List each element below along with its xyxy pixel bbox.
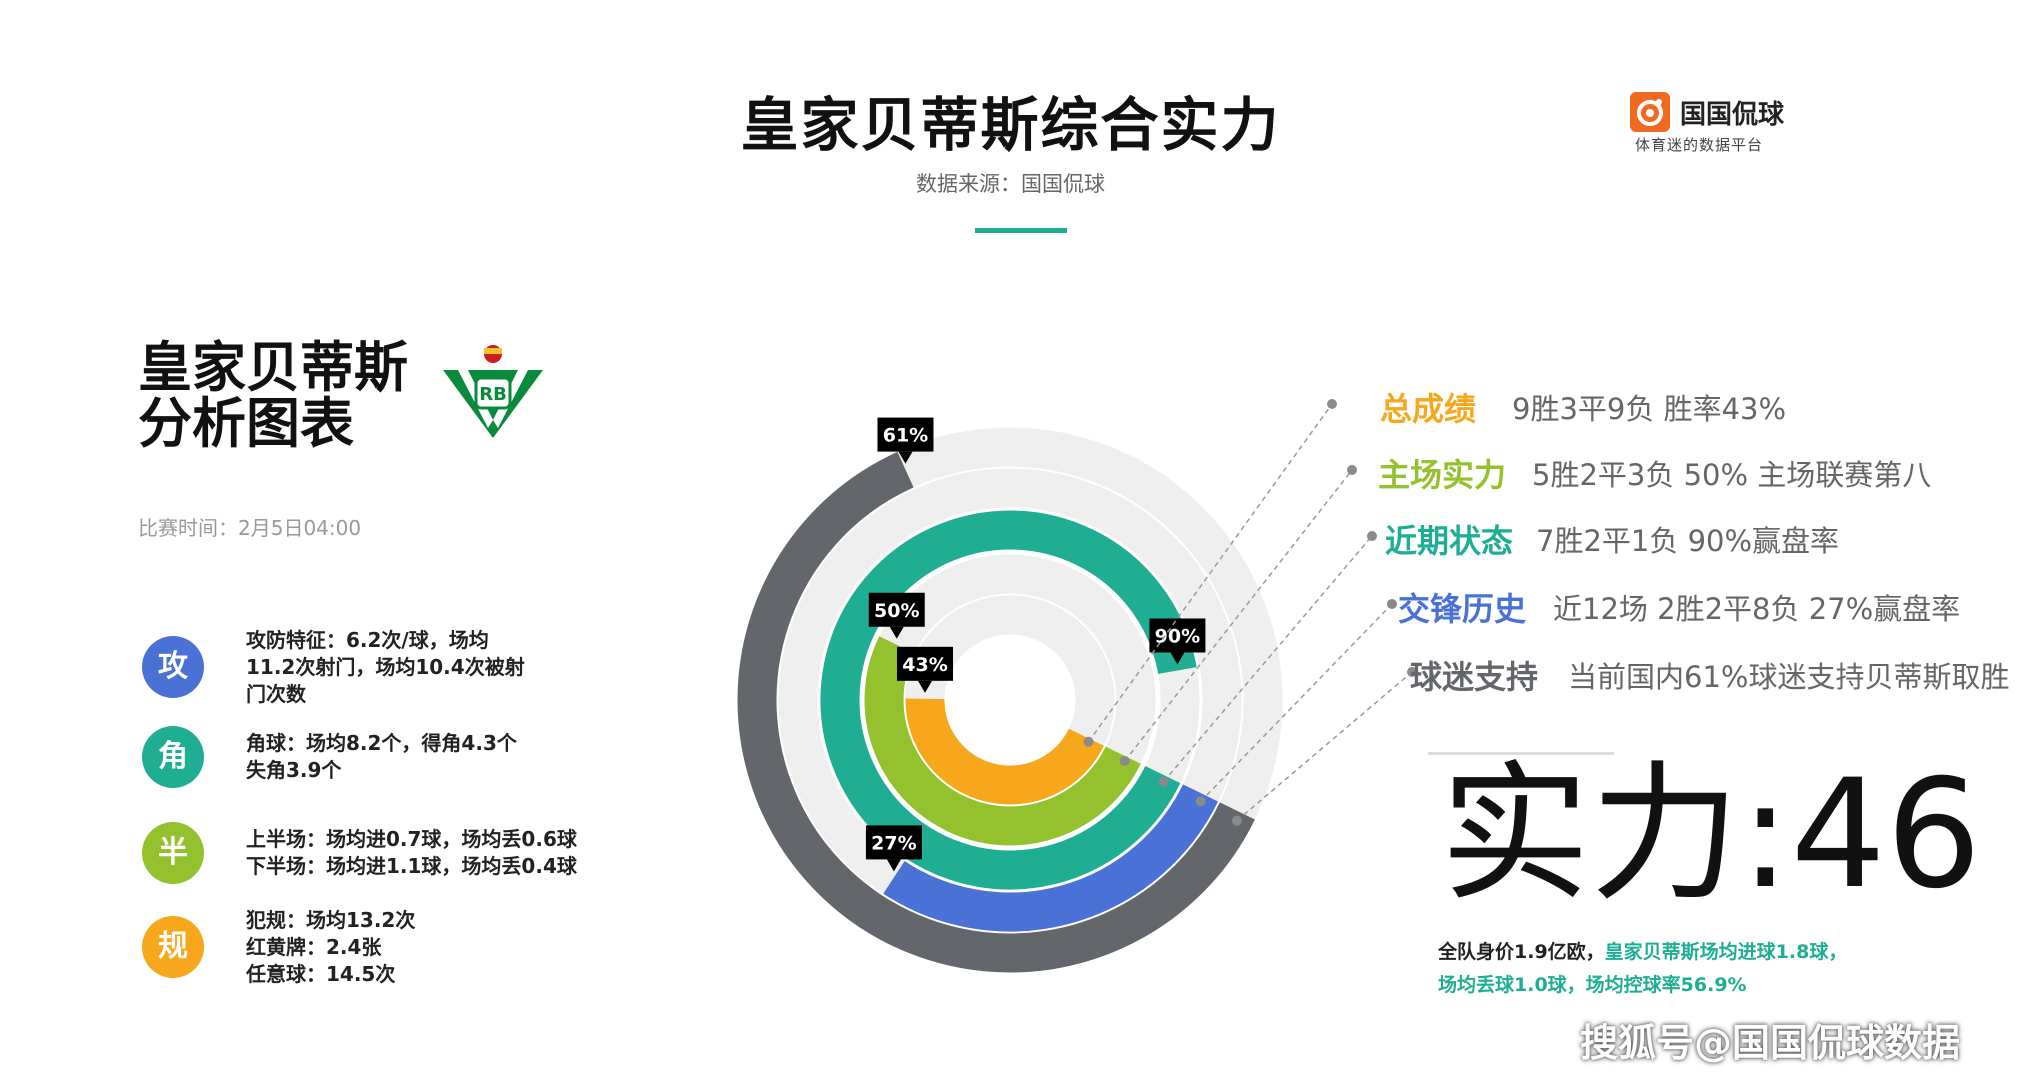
match-time: 比赛时间：2月5日04:00 [138, 516, 362, 540]
stat-text-2: 上半场：场均进0.7球，场均丢0.6球下半场：场均进1.1球，场均丢0.4球 [246, 826, 577, 880]
stat-line: 犯规：场均13.2次 [246, 907, 416, 932]
title-underline [975, 228, 1067, 233]
legend-desc-4: 当前国内61%球迷支持贝蒂斯取胜 [1568, 660, 2010, 694]
legend-title-3: 交锋历史 [1398, 590, 1527, 628]
bar-arc-0 [905, 698, 1104, 805]
value-label-text: 43% [902, 654, 947, 676]
stat-badge-2: 半 [142, 822, 204, 884]
legend-title-2: 近期状态 [1385, 522, 1514, 560]
leader-line-4 [1231, 667, 1417, 826]
stat-line: 上半场：场均进0.7球，场均丢0.6球 [246, 827, 577, 851]
brand-logo-icon [1630, 92, 1670, 132]
stat-line: 11.2次射门，场均10.4次被射 [246, 654, 525, 679]
watermark: 搜狐号@国国侃球数据 [1580, 1021, 1961, 1065]
stat-badge-3: 规 [142, 916, 204, 978]
legend-desc-2: 7胜2平1负 90%赢盘率 [1536, 524, 1840, 558]
bar-arc-2 [820, 510, 1197, 890]
value-label-text: 90% [1155, 625, 1200, 647]
legend-desc-3: 近12场 2胜2平8负 27%赢盘率 [1553, 592, 1961, 626]
legend-desc-1: 5胜2平3负 50% 主场联赛第八 [1532, 458, 1932, 492]
summary-green-1: 皇家贝蒂斯场均进球1.8球， [1604, 941, 1848, 963]
legend-title-1: 主场实力 [1378, 456, 1507, 494]
team-summary: 全队身价1.9亿欧，皇家贝蒂斯场均进球1.8球， 场均丢球1.0球，场均控球率5… [1438, 936, 1958, 1002]
stat-line: 攻防特征：6.2次/球，场均 [246, 627, 489, 652]
stat-line: 下半场：场均进1.1球，场均丢0.4球 [246, 854, 577, 878]
stat-line: 角球：场均8.2个，得角4.3个 [246, 731, 517, 755]
team-crest-icon: RB [438, 340, 548, 440]
stat-line: 门次数 [246, 681, 306, 706]
bar-arc-3 [883, 784, 1219, 932]
stat-text-1: 角球：场均8.2个，得角4.3个失角3.9个 [246, 730, 517, 784]
strength-score: 实力:46 [1440, 748, 1982, 922]
legend-title-0: 总成绩 [1380, 390, 1477, 428]
leader-line-0 [1083, 399, 1337, 747]
page-title: 皇家贝蒂斯综合实力 [740, 91, 1281, 159]
value-label-2: 90% [1149, 618, 1206, 665]
value-label-1: 50% [868, 592, 925, 639]
legend-title-4: 球迷支持 [1410, 658, 1539, 696]
summary-green-2: 场均丢球1.0球，场均控球率56.9% [1438, 974, 1747, 996]
team-heading-line2: 分析图表 [138, 392, 354, 455]
value-label-text: 61% [883, 425, 928, 447]
leader-line-2 [1158, 531, 1377, 787]
stat-badge-1: 角 [142, 726, 204, 788]
bar-arc-4 [737, 451, 1255, 973]
svg-text:RB: RB [479, 384, 507, 405]
value-label-3: 27% [865, 825, 922, 872]
leader-line-1 [1119, 465, 1357, 767]
stat-text-3: 犯规：场均13.2次红黄牌：2.4张任意球：14.5次 [246, 907, 415, 988]
legend-desc-0: 9胜3平9负 胜率43% [1512, 392, 1787, 426]
bar-arc-1 [864, 636, 1141, 846]
value-label-text: 50% [874, 600, 919, 622]
team-heading-line1: 皇家贝蒂斯 [138, 336, 408, 399]
data-source: 数据来源：国国侃球 [916, 172, 1105, 196]
value-label-text: 27% [871, 832, 916, 854]
stat-line: 失角3.9个 [246, 758, 342, 782]
stat-badge-0: 攻 [142, 636, 204, 698]
stat-line: 任意球：14.5次 [246, 961, 396, 986]
value-label-4: 61% [877, 417, 934, 464]
summary-dark: 全队身价1.9亿欧， [1438, 941, 1605, 963]
leader-line-3 [1195, 599, 1397, 807]
stat-line: 红黄牌：2.4张 [246, 934, 382, 959]
team-heading: 皇家贝蒂斯 分析图表 [138, 340, 438, 452]
value-label-0: 43% [897, 646, 954, 693]
brand-name: 国国侃球 [1680, 100, 1785, 130]
brand-tagline: 体育迷的数据平台 [1635, 136, 1764, 154]
strength-divider [1428, 752, 1614, 755]
